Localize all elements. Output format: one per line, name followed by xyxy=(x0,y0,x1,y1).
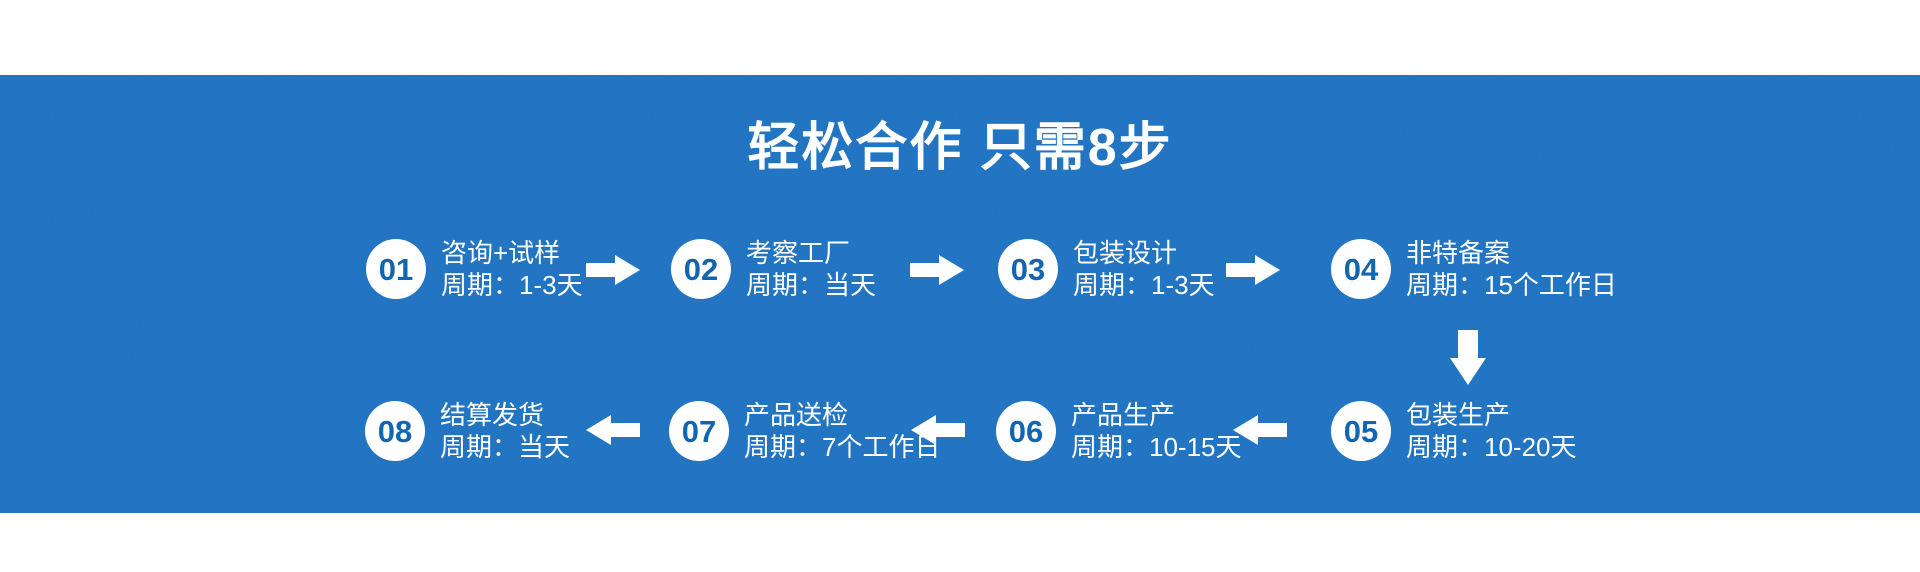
step-04: 04 非特备案 周期：15个工作日 xyxy=(1331,238,1617,300)
arrow-right-icon xyxy=(586,255,640,285)
blue-background-section: 轻松合作 只需8步 01 咨询+试样 周期：1-3天 02 考察工厂 周期：当天… xyxy=(0,75,1920,513)
step-number: 05 xyxy=(1343,413,1379,449)
step-07-number-badge: 07 xyxy=(669,401,729,461)
step-08: 08 结算发货 周期：当天 xyxy=(365,400,571,462)
step-number: 02 xyxy=(683,251,719,287)
step-title: 非特备案 xyxy=(1406,238,1511,268)
step-title: 咨询+试样 xyxy=(441,238,561,268)
step-number: 07 xyxy=(681,413,717,449)
step-title: 考察工厂 xyxy=(746,238,851,268)
step-title: 包装生产 xyxy=(1406,400,1511,430)
step-04-number-badge: 04 xyxy=(1331,239,1391,299)
step-06: 06 产品生产 周期：10-15天 xyxy=(996,400,1242,462)
arrow-right-icon xyxy=(1226,255,1280,285)
step-period: 周期：当天 xyxy=(440,432,571,462)
step-number: 03 xyxy=(1010,251,1046,287)
step-title: 产品送检 xyxy=(744,400,849,430)
step-period: 周期：10-15天 xyxy=(1071,432,1242,462)
step-02: 02 考察工厂 周期：当天 xyxy=(671,238,877,300)
step-number: 06 xyxy=(1008,413,1044,449)
step-07: 07 产品送检 周期：7个工作日 xyxy=(669,400,941,462)
step-03: 03 包装设计 周期：1-3天 xyxy=(998,238,1215,300)
step-period: 周期：当天 xyxy=(746,270,877,300)
step-period: 周期：15个工作日 xyxy=(1406,270,1617,300)
step-01: 01 咨询+试样 周期：1-3天 xyxy=(366,238,583,300)
step-number: 01 xyxy=(378,251,414,287)
step-number: 04 xyxy=(1343,251,1379,287)
banner-title: 轻松合作 只需8步 xyxy=(747,119,1173,177)
arrow-down-icon xyxy=(1450,330,1486,385)
bottom-white-band xyxy=(0,513,1920,572)
step-05-number-badge: 05 xyxy=(1331,401,1391,461)
step-title: 结算发货 xyxy=(440,400,545,430)
top-white-band xyxy=(0,0,1920,75)
step-period: 周期：1-3天 xyxy=(1073,270,1215,300)
step-06-number-badge: 06 xyxy=(996,401,1056,461)
step-03-number-badge: 03 xyxy=(998,239,1058,299)
step-08-number-badge: 08 xyxy=(365,401,425,461)
step-01-number-badge: 01 xyxy=(366,239,426,299)
step-number: 08 xyxy=(377,413,413,449)
step-05: 05 包装生产 周期：10-20天 xyxy=(1331,400,1577,462)
arrow-right-icon xyxy=(910,255,964,285)
step-title: 产品生产 xyxy=(1071,400,1176,430)
step-period: 周期：10-20天 xyxy=(1406,432,1577,462)
step-period: 周期：7个工作日 xyxy=(744,432,941,462)
arrow-left-icon xyxy=(586,415,640,445)
step-period: 周期：1-3天 xyxy=(441,270,583,300)
step-02-number-badge: 02 xyxy=(671,239,731,299)
step-title: 包装设计 xyxy=(1073,238,1178,268)
